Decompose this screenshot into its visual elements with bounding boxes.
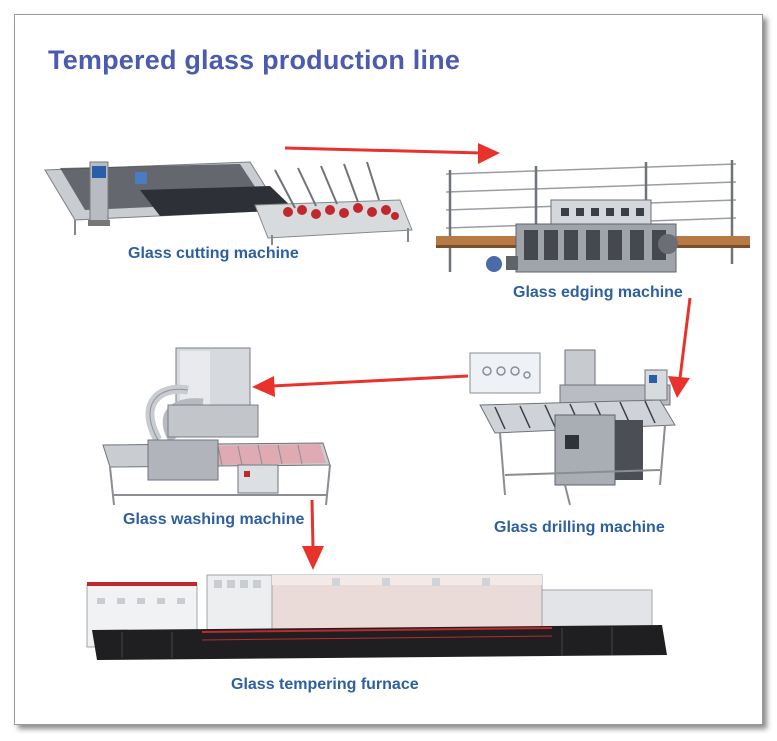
- arrow-edging-to-drilling: [668, 297, 692, 398]
- tempering-label: Glass tempering furnace: [231, 676, 419, 693]
- edging-label: Glass edging machine: [513, 284, 683, 301]
- arrow-washing-to-tempering: [302, 499, 324, 570]
- edging-machine-image: [436, 160, 750, 273]
- drilling-label: Glass drilling machine: [494, 519, 665, 536]
- arrow-cutting-to-edging: [284, 143, 500, 164]
- diagram-title: Tempered glass production line: [48, 45, 461, 75]
- drilling-machine-image: [469, 349, 676, 506]
- arrow-drilling-to-washing: [252, 374, 469, 397]
- cutting-machine-image: [44, 161, 413, 245]
- washing-label: Glass washing machine: [123, 511, 305, 528]
- cutting-label: Glass cutting machine: [128, 245, 299, 262]
- tempering-furnace-image: [86, 574, 667, 660]
- washing-machine-image: [102, 347, 331, 506]
